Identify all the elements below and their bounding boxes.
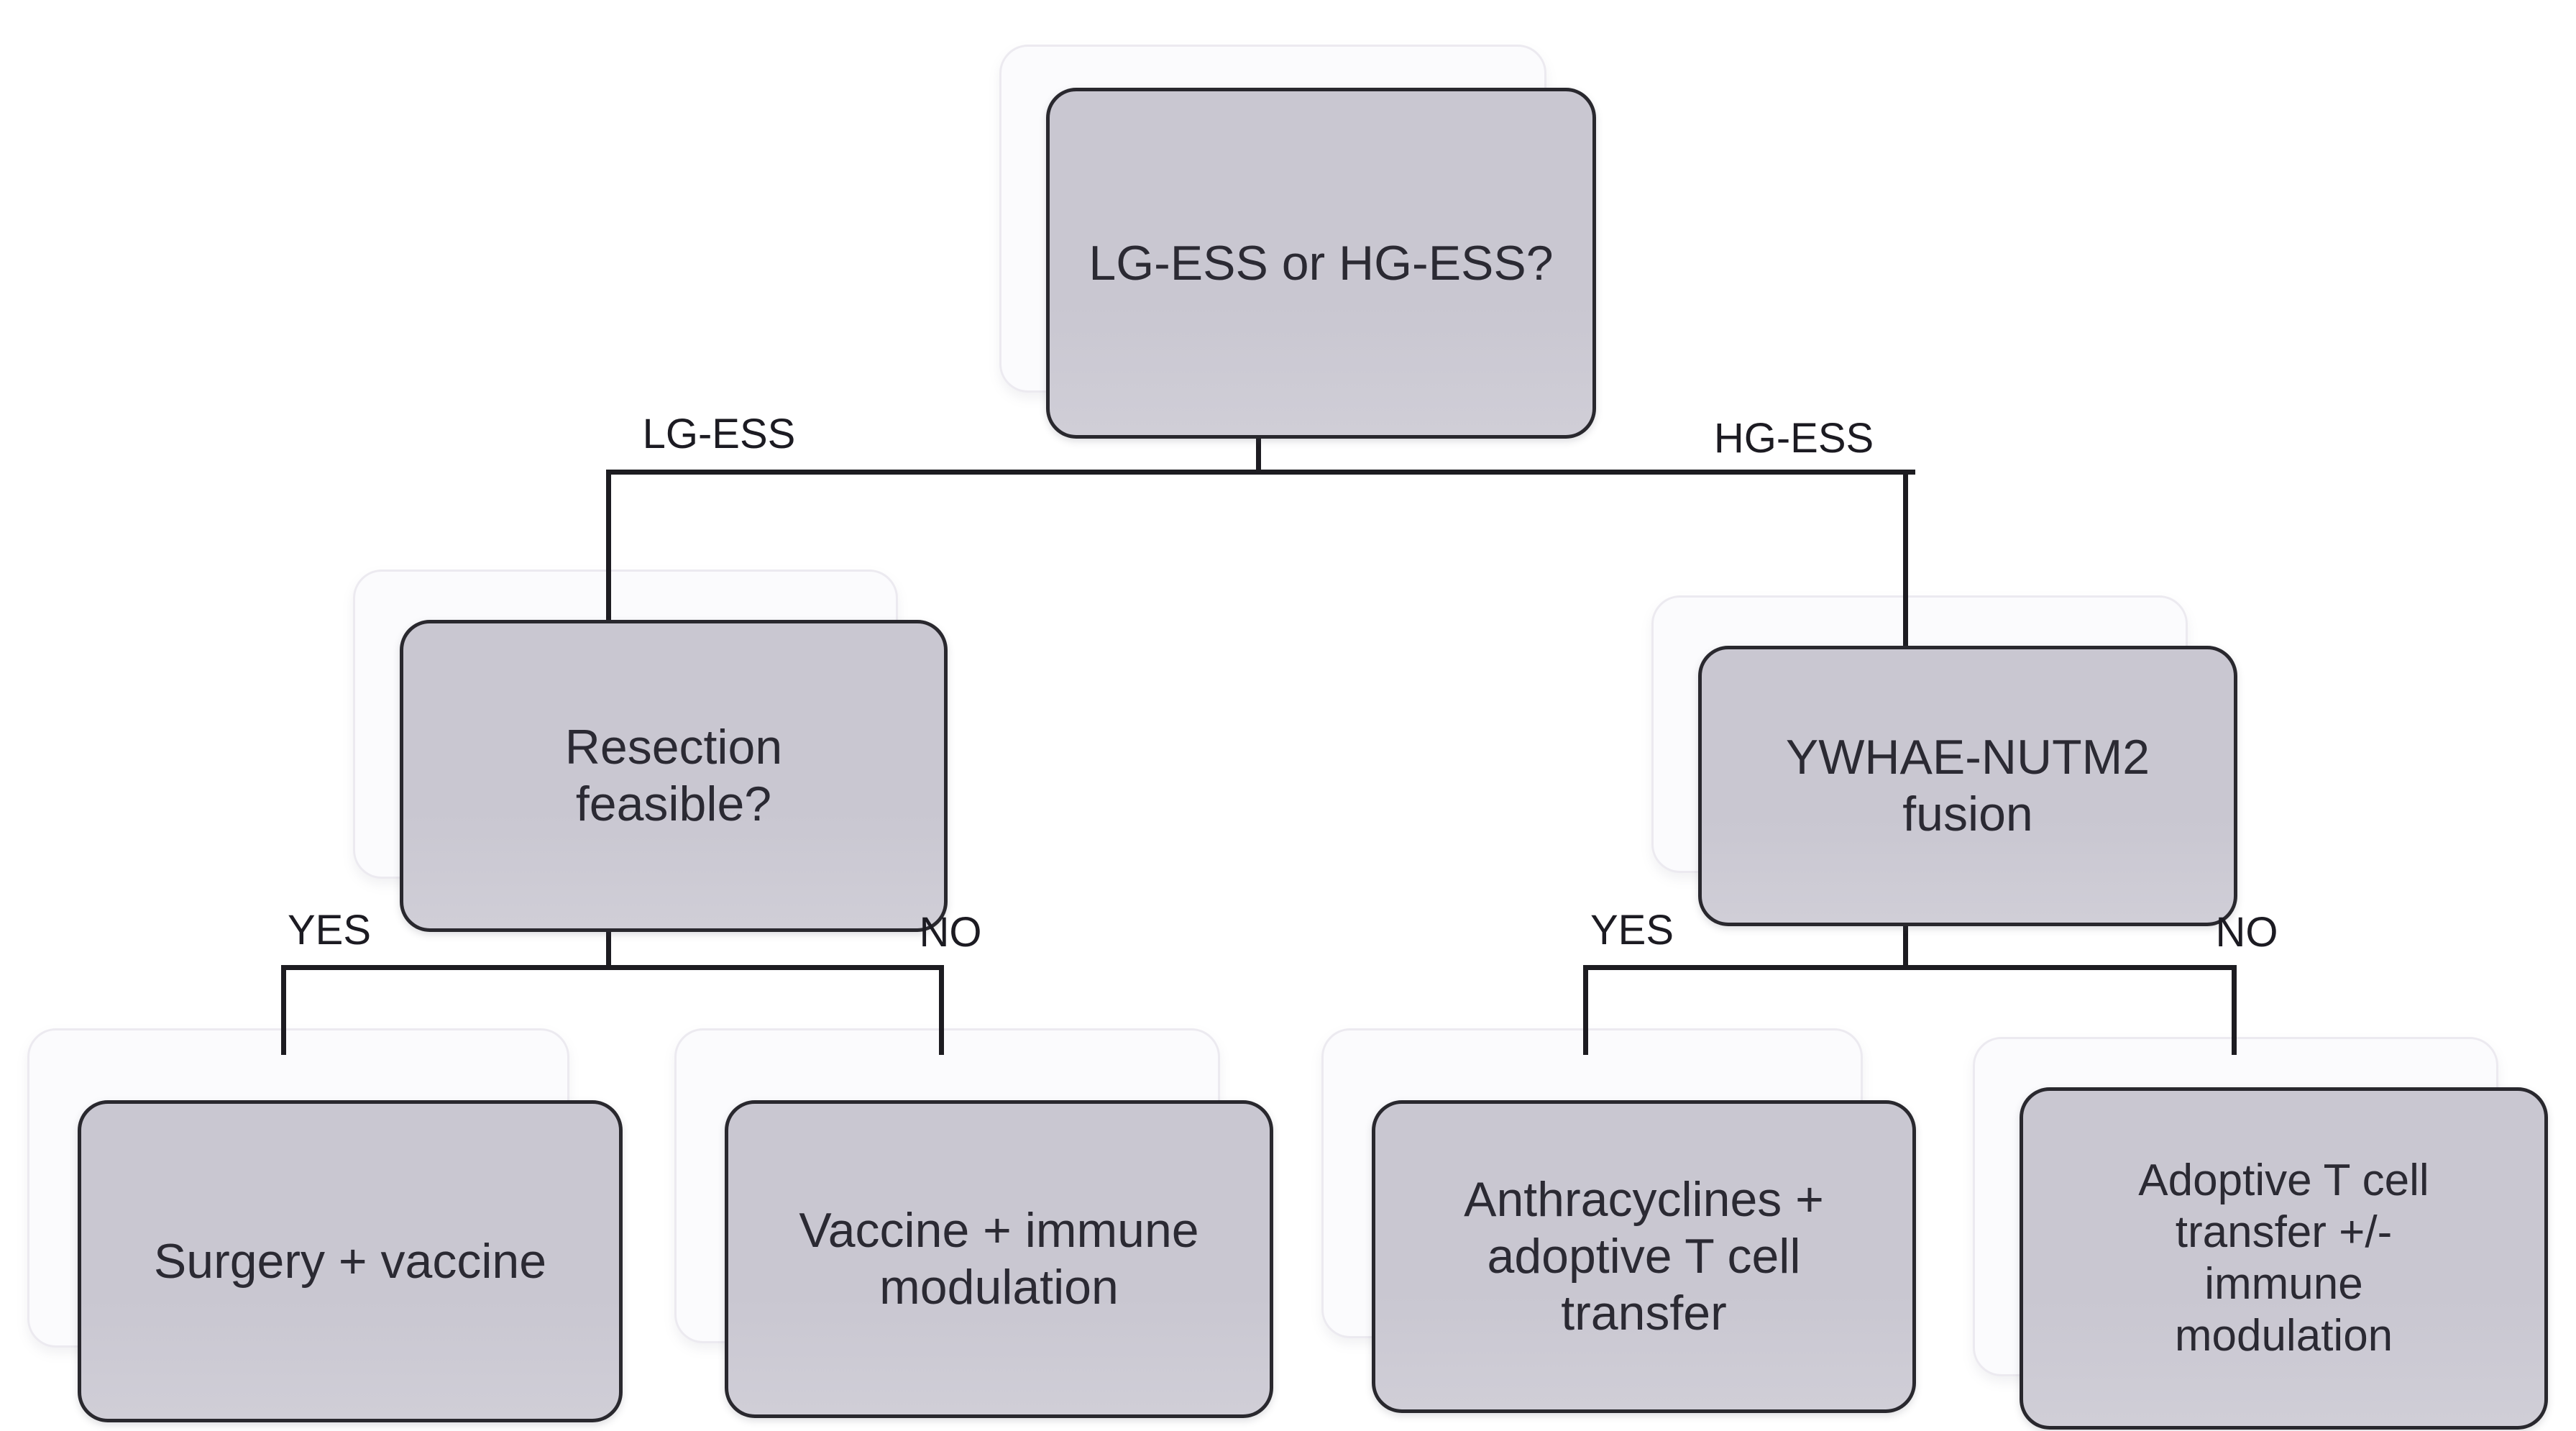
node-fusion: YWHAE-NUTM2 fusion xyxy=(1698,646,2237,926)
decision-label-yes-right: YES xyxy=(1590,907,1674,954)
node-resection: Resection feasible? xyxy=(400,620,948,932)
connector-fusion-stem xyxy=(1903,919,1908,970)
node-surgery-vaccine-label: Surgery + vaccine xyxy=(153,1233,547,1289)
connector-left-yesno-bar xyxy=(283,965,944,970)
node-anthracyclines: Anthracyclines + adoptive T cell transfe… xyxy=(1372,1100,1916,1413)
branch-label-hg-ess: HG-ESS xyxy=(1713,415,1874,462)
branch-label-lg-ess: LG-ESS xyxy=(642,411,796,457)
connector-right-no-drop xyxy=(2232,965,2237,1055)
node-root-label: LG-ESS or HG-ESS? xyxy=(1088,235,1554,291)
node-adoptive-transfer: Adoptive T cell transfer +/- immune modu… xyxy=(2020,1087,2548,1430)
node-surgery-vaccine: Surgery + vaccine xyxy=(78,1100,623,1422)
node-root: LG-ESS or HG-ESS? xyxy=(1046,88,1596,439)
connector-right-yesno-bar xyxy=(1585,965,2237,970)
node-fusion-label: YWHAE-NUTM2 fusion xyxy=(1785,730,2150,841)
connector-root-stem xyxy=(1256,429,1261,473)
connector-left-no-drop xyxy=(939,965,944,1055)
node-resection-label: Resection feasible? xyxy=(564,720,783,831)
node-vaccine-immune: Vaccine + immune modulation xyxy=(725,1100,1273,1418)
connector-lg-ess-drop xyxy=(606,470,611,628)
decision-label-no-right: NO xyxy=(2215,909,2278,956)
connector-branch-bar xyxy=(608,470,1915,475)
connector-left-yes-drop xyxy=(281,965,286,1055)
node-adoptive-transfer-label: Adoptive T cell transfer +/- immune modu… xyxy=(2138,1156,2429,1361)
connector-right-yes-drop xyxy=(1583,965,1588,1055)
decision-label-no-left: NO xyxy=(919,909,982,956)
connector-resection-stem xyxy=(606,925,611,970)
node-vaccine-immune-label: Vaccine + immune modulation xyxy=(799,1203,1199,1315)
node-anthracyclines-label: Anthracyclines + adoptive T cell transfe… xyxy=(1464,1172,1824,1340)
connector-hg-ess-drop xyxy=(1903,470,1908,650)
decision-label-yes-left: YES xyxy=(287,907,372,954)
